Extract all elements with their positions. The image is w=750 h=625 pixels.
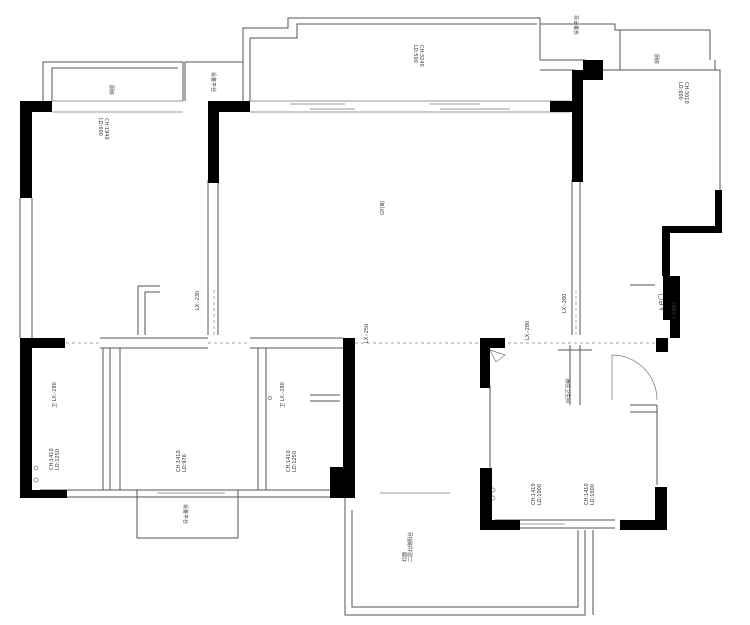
label-equip-top-right: 设备平台: [573, 15, 580, 35]
label-lx-right2: LX:-280: [562, 294, 568, 313]
label-kitchen-top-left: 厨房: [108, 85, 115, 95]
structural-walls: [20, 60, 722, 530]
label-bed-mid-dims: CH:1410LD:976: [176, 450, 188, 472]
room-labels: CH:3240LD:500 设备平台 厨房 CH:3010LD:600 厨房 设…: [49, 15, 689, 562]
label-bath-dims: CH:1410LD:1250: [286, 450, 298, 472]
label-bottom-right-dims2: CH:1410LD:1000: [584, 483, 596, 505]
label-entry-sub: LOBBY: [672, 301, 678, 318]
label-kitchen-top-right-dims: CH:3010LD:600: [677, 82, 689, 104]
label-equip-bottom: 设备平台: [182, 504, 189, 524]
outline-lines: [19, 17, 721, 616]
label-bottom-balcony: 北面二层北侧阳台: [401, 532, 414, 562]
label-stair: 通往卫生间: [564, 378, 571, 403]
label-kitchen-top-right: 厨房: [653, 54, 660, 64]
label-living-center: GY(Ⅲ): [380, 201, 386, 215]
label-lx-mid: LX:-250: [364, 324, 370, 343]
label-bath: 卫 LX:-280: [280, 382, 286, 408]
label-bedroom-left-dims: CH:1940LD:600: [97, 118, 109, 140]
label-equip-top-left: 设备平台: [210, 72, 217, 92]
label-lx-left: LX:-230: [195, 291, 201, 310]
label-entry: 入户门: [658, 294, 666, 312]
label-bed-sw: 卫 LX:-280: [52, 382, 58, 408]
label-bed-sw-dims: CH:1410LD:1250: [49, 448, 61, 470]
label-balcony-top: CH:3240LD:500: [412, 45, 424, 67]
label-lx-right: LX:-280: [525, 321, 531, 340]
label-bottom-right-dims1: CH:1410LD:1000: [531, 483, 543, 505]
